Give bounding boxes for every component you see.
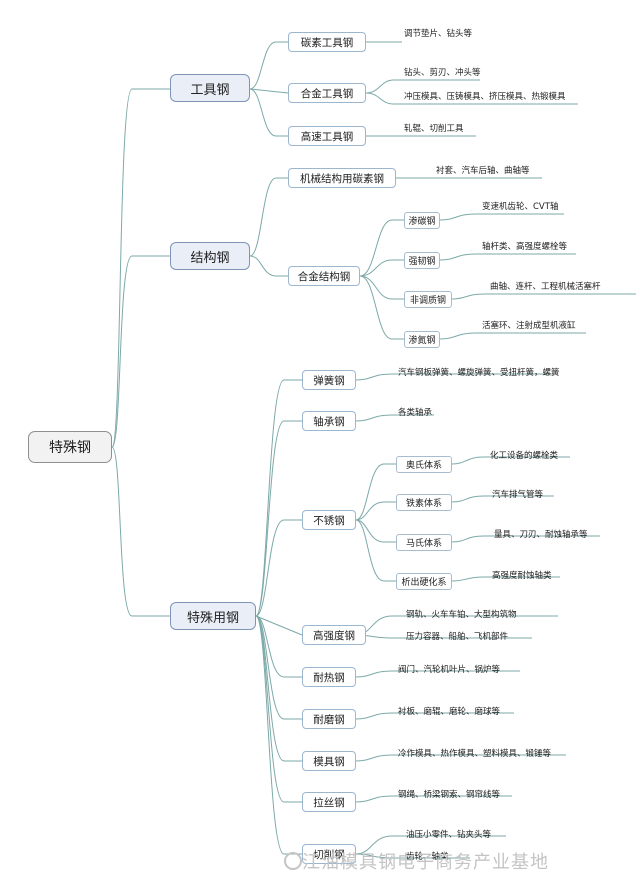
leaf-text: 轴杆类、高强度螺栓等 <box>482 242 568 252</box>
node-nitrided-steel[interactable]: 渗氮钢 <box>404 331 440 348</box>
leaf-text: 钻头、剪刃、冲头等 <box>404 68 481 78</box>
node-label: 奥氏体系 <box>405 461 442 471</box>
node-label: 碳素工具钢 <box>300 36 354 49</box>
node-carbon-tool-steel[interactable]: 碳素工具钢 <box>288 32 366 52</box>
node-label: 合金工具钢 <box>300 87 354 100</box>
node-wear-resistant-steel[interactable]: 耐磨钢 <box>302 709 356 729</box>
node-label: 渗氮钢 <box>408 336 436 346</box>
node-label: 不锈钢 <box>313 514 345 527</box>
node-alloy-structural-steel[interactable]: 合金结构钢 <box>288 266 360 286</box>
leaf-text: 衬板、磨辊、磨轮、磨球等 <box>398 707 501 717</box>
node-ferritic[interactable]: 铁素体系 <box>396 494 452 511</box>
leaf-text: 量具、刀刃、耐蚀轴承等 <box>494 530 588 540</box>
node-label: 强韧钢 <box>408 257 436 267</box>
root-node[interactable]: 特殊钢 <box>28 431 112 463</box>
leaf-text: 衬套、汽车后轴、曲轴等 <box>436 166 530 176</box>
branch-label: 结构钢 <box>190 250 230 266</box>
leaf-text: 变速机齿轮、CVT轴 <box>482 202 559 212</box>
node-high-speed-tool-steel[interactable]: 高速工具钢 <box>288 126 366 146</box>
node-austenitic[interactable]: 奥氏体系 <box>396 456 452 473</box>
node-stainless-steel[interactable]: 不锈钢 <box>302 510 356 530</box>
leaf-text: 冲压模具、压铸模具、挤压模具、热锻模具 <box>404 92 566 102</box>
leaf-text: 曲轴、连杆、工程机械活塞杆 <box>490 282 601 292</box>
branch-structural-steel[interactable]: 结构钢 <box>170 242 250 270</box>
leaf-text: 压力容器、船舶、飞机部件 <box>406 632 509 642</box>
leaf-text: 各类轴承 <box>398 408 433 418</box>
node-non-quenched-steel[interactable]: 非调质钢 <box>404 291 452 308</box>
node-machine-carbon-steel[interactable]: 机械结构用碳素钢 <box>288 168 396 188</box>
node-carburized-steel[interactable]: 渗碳钢 <box>404 212 440 229</box>
node-label: 切削钢 <box>313 848 345 861</box>
node-label: 马氏体系 <box>405 539 442 549</box>
leaf-text: 轧辊、切削工具 <box>404 124 464 134</box>
leaf-text: 冷作模具、热作模具、塑料模具、锻锤等 <box>398 749 552 759</box>
leaf-text: 调节垫片、钻头等 <box>404 29 473 39</box>
leaf-text: 阀门、汽轮机叶片、锅炉等 <box>398 665 501 675</box>
node-label: 非调质钢 <box>409 296 446 306</box>
node-label: 拉丝钢 <box>313 796 345 809</box>
branch-tool-steel[interactable]: 工具钢 <box>170 74 250 102</box>
node-label: 高强度钢 <box>313 629 355 642</box>
node-label: 模具钢 <box>313 755 345 768</box>
node-wire-drawing-steel[interactable]: 拉丝钢 <box>302 792 356 812</box>
node-mold-steel[interactable]: 模具钢 <box>302 751 356 771</box>
branch-special-steel[interactable]: 特殊用钢 <box>170 602 256 630</box>
leaf-text: 化工设备的螺栓类 <box>490 451 559 461</box>
leaf-text: 活塞环、注射成型机液缸 <box>482 321 576 331</box>
node-label: 轴承钢 <box>313 415 345 428</box>
node-precipitation-hardening[interactable]: 析出硬化系 <box>396 573 452 590</box>
branch-label: 工具钢 <box>190 82 230 98</box>
node-alloy-tool-steel[interactable]: 合金工具钢 <box>288 83 366 103</box>
leaf-text: 汽车排气管等 <box>492 490 544 500</box>
leaf-text: 油压小零件、钻夹头等 <box>406 830 492 840</box>
node-free-cutting-steel[interactable]: 切削钢 <box>302 844 356 864</box>
node-label: 耐磨钢 <box>313 713 345 726</box>
leaf-text: 高强度耐蚀轴类 <box>492 571 552 581</box>
root-label: 特殊钢 <box>49 440 91 456</box>
node-label: 合金结构钢 <box>297 270 351 283</box>
leaf-text: 汽车钢板弹簧、螺旋弹簧、受扭杆簧，螺簧 <box>398 368 560 378</box>
node-label: 机械结构用碳素钢 <box>300 172 384 185</box>
leaf-text: 齿轮、轴类 <box>406 852 449 862</box>
branch-label: 特殊用钢 <box>186 610 239 626</box>
node-tough-steel[interactable]: 强韧钢 <box>404 252 440 269</box>
node-label: 耐热钢 <box>313 671 345 684</box>
node-label: 铁素体系 <box>405 499 442 509</box>
node-label: 弹簧钢 <box>313 374 345 387</box>
leaf-text: 钢绳、桥梁钢索、钢帘线等 <box>398 790 501 800</box>
node-heat-resistant-steel[interactable]: 耐热钢 <box>302 667 356 687</box>
node-spring-steel[interactable]: 弹簧钢 <box>302 370 356 390</box>
node-label: 析出硬化系 <box>401 578 447 588</box>
node-high-strength-steel[interactable]: 高强度钢 <box>302 625 366 645</box>
leaf-text: 钢轨、火车车铂、大型构筑物 <box>406 610 517 620</box>
watermark-badge-icon <box>284 852 302 870</box>
node-label: 渗碳钢 <box>408 217 436 227</box>
node-label: 高速工具钢 <box>300 130 354 143</box>
node-bearing-steel[interactable]: 轴承钢 <box>302 411 356 431</box>
node-martensitic[interactable]: 马氏体系 <box>396 534 452 551</box>
watermark-text: 江油模具钢电子商务产业基地 <box>302 852 549 873</box>
